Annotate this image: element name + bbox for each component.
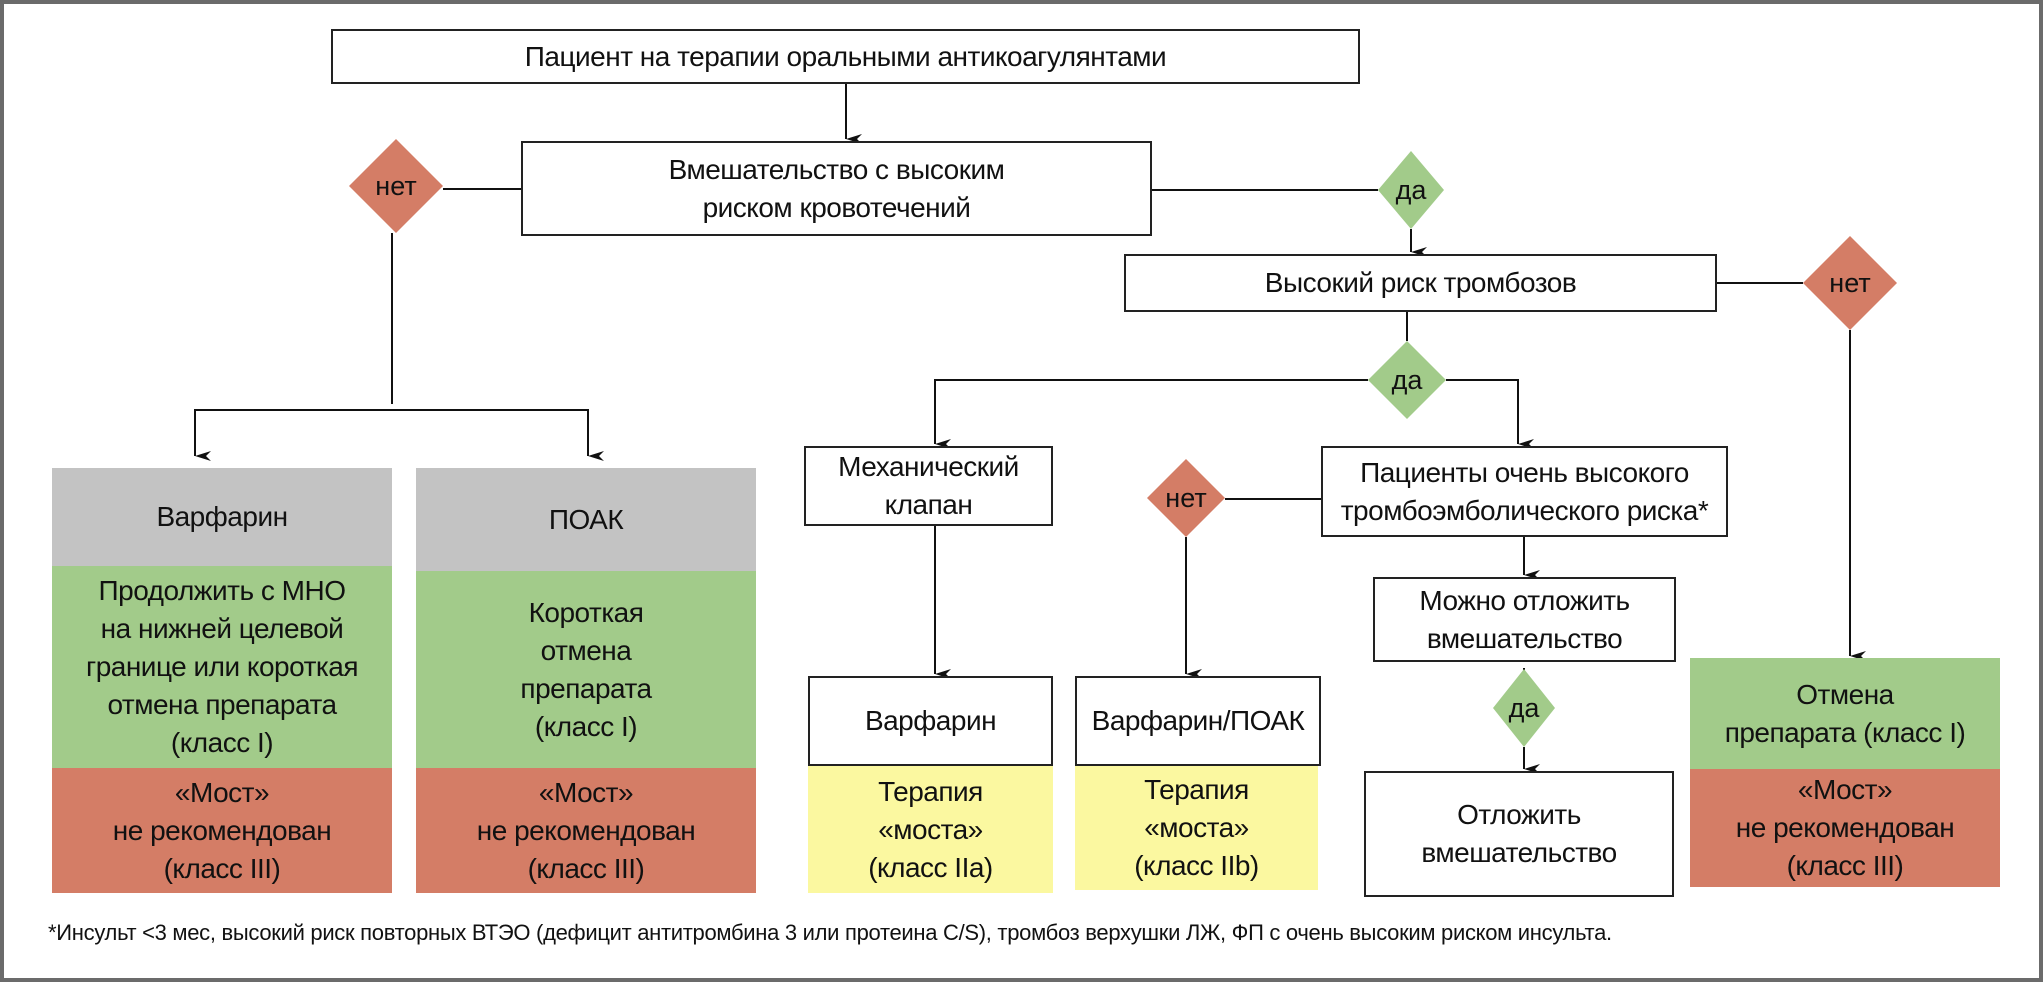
start-node-label: Пациент на терапии оральными антикоагуля… [524, 40, 1167, 72]
warfarin-doac-bridge: Терапия «моста» (класс IIb) [1075, 766, 1318, 890]
high-thrombosis-risk-node: Высокий риск тромбозов [1124, 254, 1717, 312]
warfarin-valve-bridge: Терапия «моста» (класс IIa) [808, 766, 1053, 893]
doac-low-recommendation: Короткая отмена препарата (класс I) [416, 571, 756, 768]
stop-drug-bridge: «Мост» не рекомендован (класс III) [1690, 769, 2000, 887]
decision-thrombosis-no: нет [1803, 236, 1897, 330]
mechanical-valve-label: Механический клапан [838, 451, 1019, 520]
warfarin-low-bridge-label: «Мост» не рекомендован (класс III) [112, 776, 332, 884]
can-postpone-node: Можно отложить вмешательство [1373, 577, 1676, 662]
warfarin-low-recommendation: Продолжить с МНО на нижней целевой грани… [52, 566, 392, 768]
high-thrombosis-risk-label: Высокий риск тромбозов [1264, 267, 1577, 298]
doac-low-bridge: «Мост» не рекомендован (класс III) [416, 768, 756, 893]
warfarin-doac-header: Варфарин/ПОАК [1075, 676, 1321, 766]
decision-postpone-yes: да [1493, 669, 1555, 747]
high-bleeding-risk-node: Вмешательство с высоким риском кровотече… [521, 141, 1152, 236]
decision-bleeding-yes: да [1378, 151, 1444, 229]
postpone-node: Отложить вмешательство [1364, 771, 1674, 897]
decision-thrombosis-yes: да [1368, 341, 1446, 419]
diamond-shape-icon [349, 139, 443, 233]
very-high-risk-label: Пациенты очень высокого тромбоэмболическ… [1340, 456, 1709, 526]
doac-low-bridge-label: «Мост» не рекомендован (класс III) [476, 776, 696, 884]
warfarin-low-header: Варфарин [52, 468, 392, 566]
stop-drug-recommendation: Отмена препарата (класс I) [1690, 658, 2000, 769]
warfarin-valve-header-label: Варфарин [864, 705, 997, 736]
postpone-label: Отложить вмешательство [1421, 799, 1617, 868]
decision-label: да [1391, 364, 1423, 395]
doac-low-header-label: ПОАК [548, 503, 624, 535]
diamond-shape-icon [1493, 669, 1555, 747]
decision-bleeding-no: нет [349, 139, 443, 233]
start-node: Пациент на терапии оральными антикоагуля… [331, 29, 1360, 84]
high-bleeding-risk-label: Вмешательство с высоким риском кровотече… [668, 153, 1005, 223]
line-yes-left [934, 379, 1368, 449]
warfarin-valve-header: Варфарин [808, 676, 1053, 766]
warfarin-valve-bridge-label: Терапия «моста» (класс IIa) [868, 775, 993, 883]
stop-drug-bridge-label: «Мост» не рекомендован (класс III) [1735, 774, 1955, 881]
doac-low-header: ПОАК [416, 468, 756, 571]
footnote: *Инсульт <3 мес, высокий риск повторных … [48, 920, 1612, 945]
warfarin-doac-header-label: Варфарин/ПОАК [1091, 705, 1305, 736]
diamond-shape-icon [1368, 341, 1446, 419]
decision-label: нет [1829, 267, 1871, 298]
decision-label: да [1395, 174, 1427, 205]
warfarin-low-header-label: Варфарин [156, 501, 288, 532]
warfarin-low-recommendation-label: Продолжить с МНО на нижней целевой грани… [85, 575, 359, 758]
mechanical-valve-node: Механический клапан [804, 446, 1053, 526]
diamond-shape-icon [1147, 459, 1225, 537]
very-high-risk-node: Пациенты очень высокого тромбоэмболическ… [1321, 446, 1728, 537]
decision-very-high-no: нет [1147, 459, 1225, 537]
diamond-shape-icon [1803, 236, 1897, 330]
diamond-shape-icon [1378, 151, 1444, 229]
decision-label: нет [1165, 482, 1207, 513]
warfarin-doac-bridge-label: Терапия «моста» (класс IIb) [1134, 774, 1259, 881]
stop-drug-recommendation-label: Отмена препарата (класс I) [1724, 678, 1966, 748]
warfarin-low-bridge: «Мост» не рекомендован (класс III) [52, 768, 392, 893]
decision-label: да [1508, 692, 1540, 723]
decision-label: нет [375, 170, 417, 201]
doac-low-recommendation-label: Короткая отмена препарата (класс I) [520, 596, 652, 742]
line-yes-right [1446, 379, 1534, 449]
can-postpone-label: Можно отложить вмешательство [1419, 584, 1630, 654]
line-left-split [194, 409, 589, 456]
